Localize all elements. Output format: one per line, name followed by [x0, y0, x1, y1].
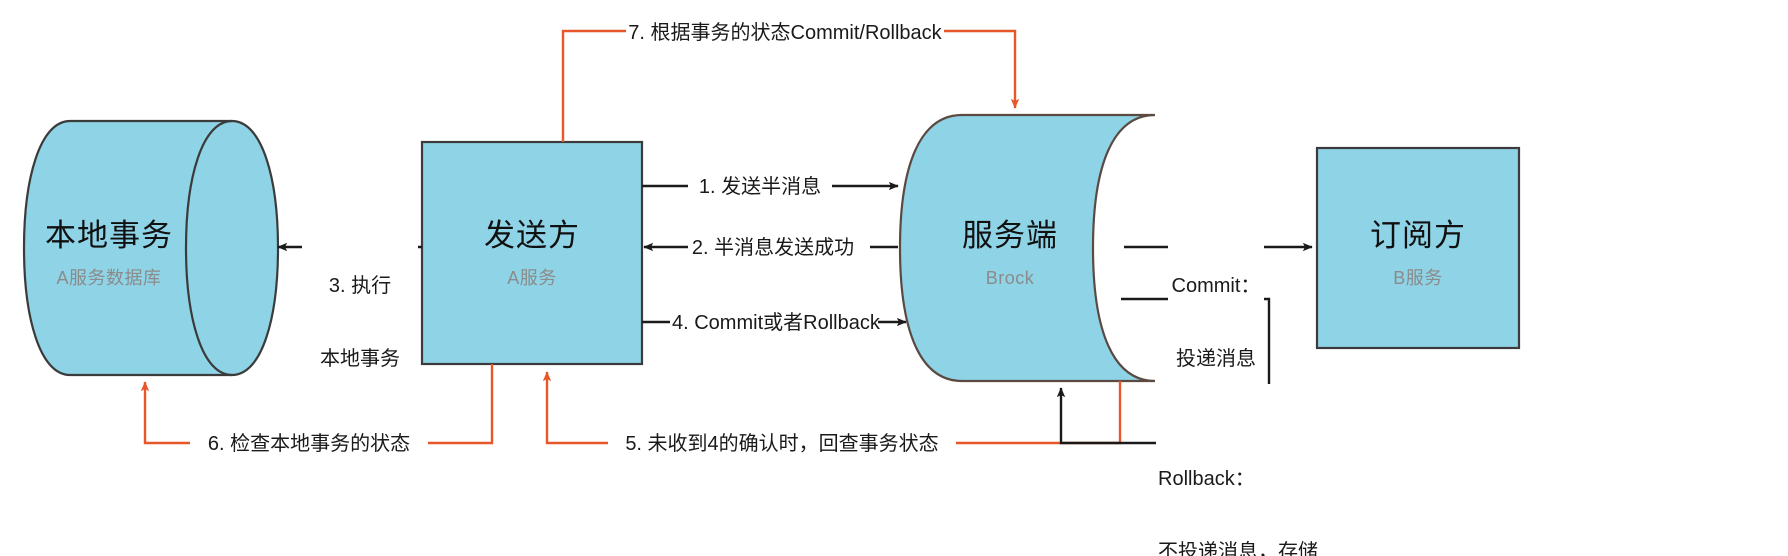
edge-6-path: [140, 364, 494, 445]
edge-5-path: [542, 371, 1122, 445]
edge-7-path: [561, 29, 1020, 142]
server-shape: [898, 113, 1156, 383]
node-server[interactable]: [898, 113, 1156, 383]
node-subscriber[interactable]: [1315, 146, 1521, 350]
sender-rect: [420, 140, 644, 366]
node-sender[interactable]: [420, 140, 644, 366]
cylinder-seam: [184, 119, 233, 377]
cylinder-body: [22, 119, 280, 377]
node-local-transaction-db[interactable]: [22, 119, 280, 377]
subscriber-rect: [1315, 146, 1521, 350]
